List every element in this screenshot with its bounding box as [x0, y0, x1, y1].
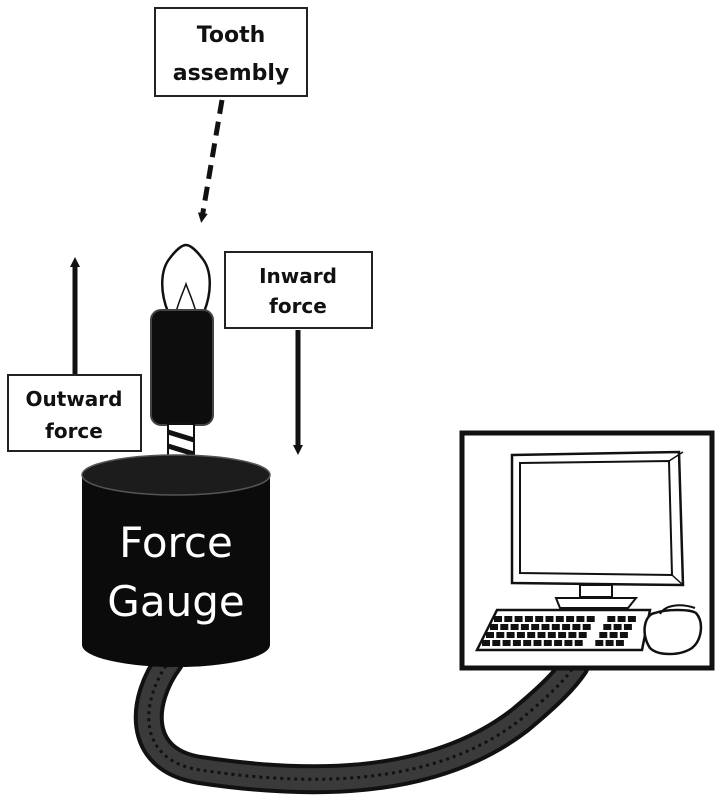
- keyboard-key: [496, 632, 505, 638]
- tooth-holder: [150, 309, 214, 426]
- keyboard-key: [541, 624, 550, 630]
- outward-force-label: Outward force: [7, 374, 142, 452]
- keyboard-key: [494, 616, 502, 622]
- outward-force-line-1: Outward: [26, 387, 123, 411]
- keyboard-key: [502, 640, 511, 646]
- keyboard-icon: [474, 608, 652, 652]
- keyboard-key: [623, 624, 632, 630]
- tooth-assembly-label: Tooth assembly: [154, 7, 308, 97]
- keyboard-key: [523, 640, 532, 646]
- keyboard-key: [586, 616, 595, 622]
- monitor: [510, 450, 685, 609]
- force-gauge: Force Gauge: [81, 454, 271, 667]
- keyboard-key: [554, 640, 563, 646]
- keyboard-key: [531, 624, 540, 630]
- gauge-label-line-1: Force: [119, 518, 233, 567]
- keyboard-key: [595, 640, 604, 646]
- keyboard-key: [609, 632, 618, 638]
- tooth-pointer-arrow: [197, 99, 225, 223]
- keyboard-key: [603, 624, 612, 630]
- keyboard-key: [562, 624, 571, 630]
- keyboard-key: [627, 616, 636, 622]
- keyboard-key: [566, 616, 575, 622]
- keyboard-key: [520, 624, 529, 630]
- keyboard-key: [551, 624, 560, 630]
- keyboard-key: [482, 640, 490, 646]
- keyboard-key: [527, 632, 536, 638]
- computer-icon: [459, 430, 715, 671]
- keyboard-key: [537, 632, 546, 638]
- inward-force-line-1: Inward: [259, 264, 337, 288]
- cable: [133, 645, 590, 795]
- gauge-label-line-2: Gauge: [107, 577, 244, 626]
- keyboard-key: [568, 632, 577, 638]
- keyboard-key: [512, 640, 521, 646]
- keyboard-key: [605, 640, 614, 646]
- keyboard-key: [555, 616, 564, 622]
- keyboard-key: [547, 632, 556, 638]
- keyboard-key: [486, 632, 494, 638]
- tooth-assembly-line-2: assembly: [173, 61, 290, 86]
- keyboard-key: [599, 632, 608, 638]
- keyboard-key: [564, 640, 573, 646]
- keyboard-key: [533, 640, 542, 646]
- keyboard-key: [572, 624, 581, 630]
- keyboard-key: [535, 616, 544, 622]
- keyboard-key: [506, 632, 515, 638]
- keyboard-key: [574, 640, 583, 646]
- keyboard-key: [607, 616, 616, 622]
- keyboard-key: [617, 616, 626, 622]
- keyboard-key: [543, 640, 552, 646]
- keyboard-key: [514, 616, 523, 622]
- keyboard-key: [510, 624, 519, 630]
- keyboard-key: [578, 632, 587, 638]
- keyboard-key: [582, 624, 591, 630]
- keyboard-key: [545, 616, 554, 622]
- keyboard-key: [619, 632, 628, 638]
- mouse-icon: [643, 604, 703, 656]
- keyboard-key: [500, 624, 509, 630]
- tooth-icon: [161, 243, 211, 314]
- outward-force-line-2: force: [45, 419, 103, 443]
- keyboard-key: [613, 624, 622, 630]
- keyboard-key: [492, 640, 501, 646]
- keyboard-key: [490, 624, 498, 630]
- keyboard-key: [516, 632, 525, 638]
- tooth-assembly-line-1: Tooth: [197, 23, 266, 48]
- keyboard-key: [558, 632, 567, 638]
- inward-force-line-2: force: [269, 294, 327, 318]
- keyboard-key: [615, 640, 624, 646]
- keyboard-key: [576, 616, 585, 622]
- keyboard-key: [504, 616, 513, 622]
- inward-force-label: Inward force: [224, 251, 373, 329]
- keyboard-key: [524, 616, 533, 622]
